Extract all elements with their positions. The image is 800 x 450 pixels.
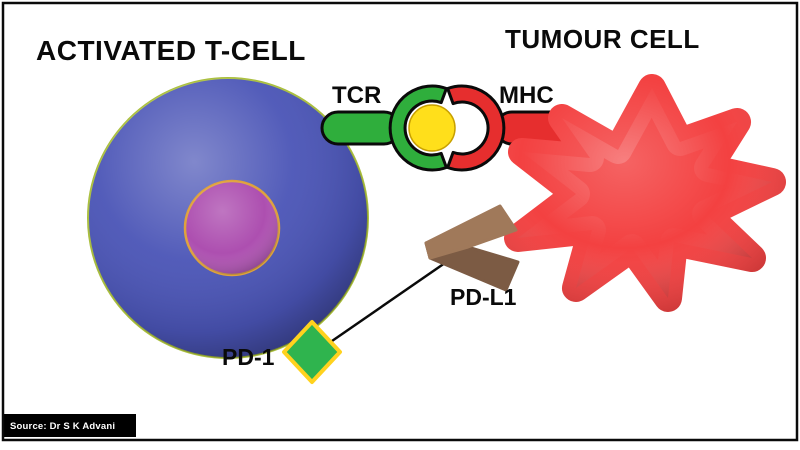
- label-pd1: PD-1: [222, 344, 275, 370]
- pdl1-shape: [424, 204, 518, 260]
- pd1-diamond: [282, 320, 342, 384]
- nucleus-shading: [185, 181, 279, 275]
- label-pdl1: PD-L1: [450, 284, 517, 310]
- tcr-cup: [388, 84, 448, 172]
- label-tcr: TCR: [332, 82, 381, 109]
- tcr-stem: [320, 110, 402, 146]
- diagram-border: [1, 1, 799, 442]
- title-activated-t-cell: ACTIVATED T-CELL: [36, 35, 306, 66]
- source-text: Source: Dr S K Advani: [10, 421, 115, 432]
- title-tumour-cell: TUMOUR CELL: [505, 24, 700, 54]
- tumour-cell-shading: [504, 74, 786, 312]
- pd1-pdl1-line: [331, 252, 459, 343]
- label-mhc: MHC: [499, 82, 554, 109]
- tumour-cell: [504, 74, 786, 312]
- antigen-ball: [408, 104, 456, 152]
- source-box: [4, 414, 136, 437]
- mhc-cup: [446, 84, 506, 172]
